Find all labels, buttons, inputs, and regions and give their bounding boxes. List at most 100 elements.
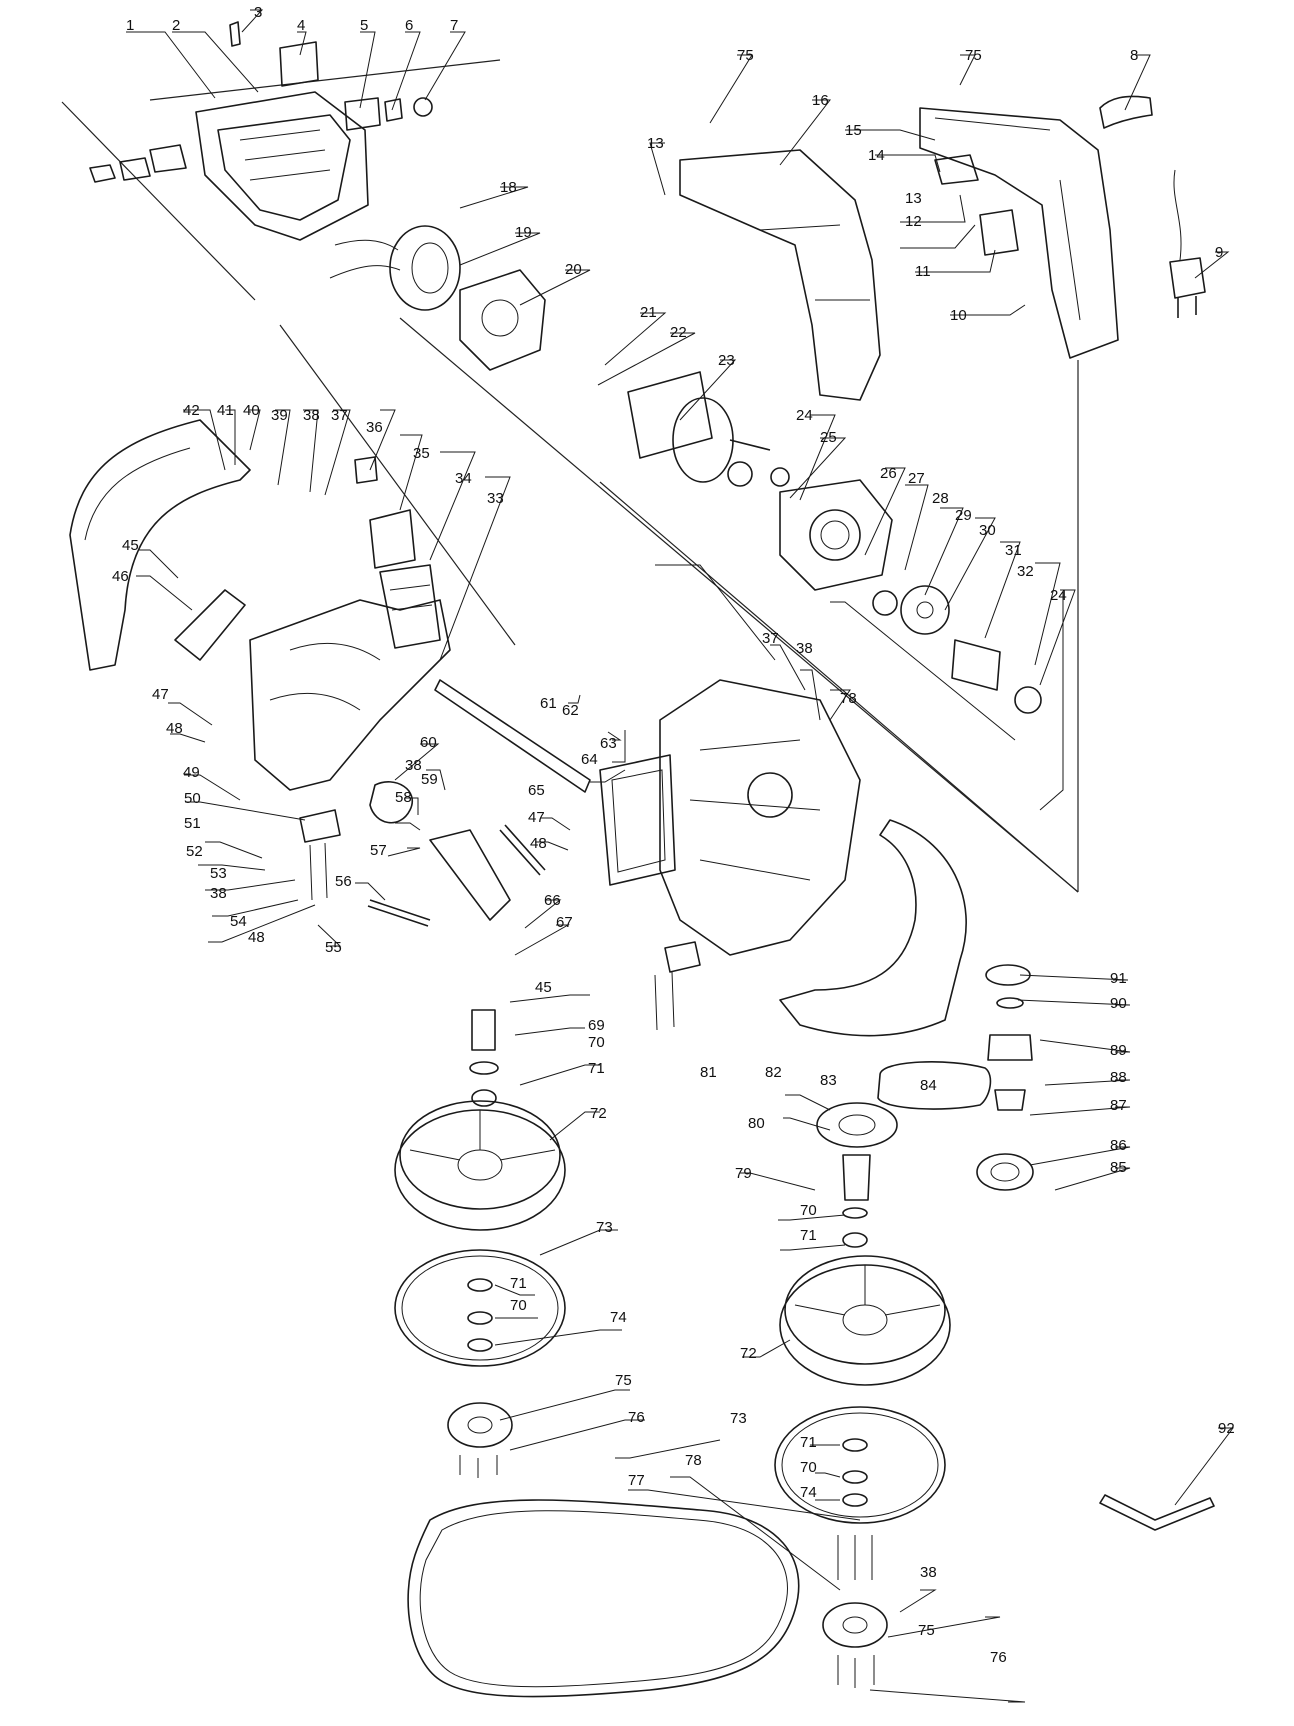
callout-label: 42 [183,402,200,419]
callout-label: 76 [990,1649,1007,1666]
callout-label: 71 [510,1275,527,1292]
callout-label: 26 [880,465,897,482]
callout-label: 85 [1110,1159,1127,1176]
callout-label: 66 [544,892,561,909]
callout-label: 72 [740,1345,757,1362]
callout-label: 75 [615,1372,632,1389]
handle-half-left [679,149,881,401]
callout-label: 5 [360,17,368,34]
callout-label: 14 [868,147,885,164]
callout-label: 25 [820,429,837,446]
callout-label: 38 [303,407,320,424]
callout-label: 28 [932,490,949,507]
callout-label: 57 [370,842,387,859]
callout-label: 58 [395,789,412,806]
callout-label: 37 [331,407,348,424]
callout-label: 20 [565,261,582,278]
callout-label: 7 [450,17,458,34]
blade-guide-brackets [299,809,701,1031]
callout-label: 13 [647,135,664,152]
callout-label: 27 [908,470,925,487]
callout-label: 46 [112,568,129,585]
callout-label: 83 [820,1072,837,1089]
armature [627,371,790,487]
motor-housing [89,91,369,241]
callout-label: 47 [528,809,545,826]
callout-label: 55 [325,939,342,956]
callout-label: 12 [905,213,922,230]
callout-label: 79 [735,1165,752,1182]
callout-label: 53 [210,865,227,882]
callout-label: 23 [718,352,735,369]
callout-label: 39 [271,407,288,424]
brush-carrier-34 [379,564,441,649]
callout-label: 63 [600,735,617,752]
callout-label: 70 [588,1034,605,1051]
callout-label: 19 [515,224,532,241]
callout-label: 10 [950,307,967,324]
callout-label: 32 [1017,563,1034,580]
callout-label: 84 [920,1077,937,1094]
callout-label: 38 [796,640,813,657]
power-cord [1169,169,1206,318]
callout-label: 89 [1110,1042,1127,1059]
callout-label: 87 [1110,1097,1127,1114]
cover-35 [354,456,416,569]
wheel-left [394,1100,566,1231]
gear-train [872,585,1042,714]
blade-guard-right [779,819,967,1037]
callout-label: 74 [610,1309,627,1326]
callout-label: 24 [1050,587,1067,604]
callout-label: 21 [640,304,657,321]
callout-label: 15 [845,122,862,139]
leader-lines [126,9,1235,1703]
callout-label: 65 [528,782,545,799]
callout-label: 8 [1130,47,1138,64]
wheel-right [779,1255,951,1386]
callout-label: 71 [800,1227,817,1244]
callout-label: 88 [1110,1069,1127,1086]
callout-label: 4 [297,17,305,34]
bushing-69 [469,1009,499,1107]
callout-label: 80 [748,1115,765,1132]
callout-label: 29 [955,507,972,524]
motor-pinion [976,964,1034,1191]
callout-label: 11 [915,263,931,280]
blade-guard-arm [69,419,251,671]
callout-label: 49 [183,764,200,781]
callout-label: 86 [1110,1137,1127,1154]
handle-half-right [919,95,1153,359]
callout-label: 22 [670,324,687,341]
callout-label: 18 [500,179,517,196]
callout-label: 45 [122,537,139,554]
callout-label: 48 [530,835,547,852]
callout-label: 64 [581,751,598,768]
callout-label: 33 [487,490,504,507]
callout-label: 73 [596,1219,613,1236]
callout-label: 76 [628,1409,645,1426]
callout-label: 70 [800,1459,817,1476]
callout-label: 60 [420,734,437,751]
callout-label: 71 [800,1434,817,1451]
callout-label: 56 [335,873,352,890]
callout-label: 50 [184,790,201,807]
callout-label: 70 [800,1202,817,1219]
drive-gear-80 [816,1102,898,1248]
callout-label: 90 [1110,995,1127,1012]
callout-label: 51 [184,815,201,832]
callout-label: 75 [965,47,982,64]
callout-label: 37 [762,630,779,647]
tire-right [774,1406,946,1524]
callout-label: 61 [540,695,557,712]
callout-label: 41 [217,402,234,419]
section-dividers [61,59,1079,893]
callout-label: 77 [628,1472,645,1489]
callout-label: 70 [510,1297,527,1314]
callout-label: 6 [405,17,413,34]
callout-label: 13 [905,190,922,207]
saw-blade-77 [407,1499,800,1698]
callout-label: 2 [172,17,180,34]
callout-label: 78 [840,690,857,707]
callout-label: 92 [1218,1420,1235,1437]
